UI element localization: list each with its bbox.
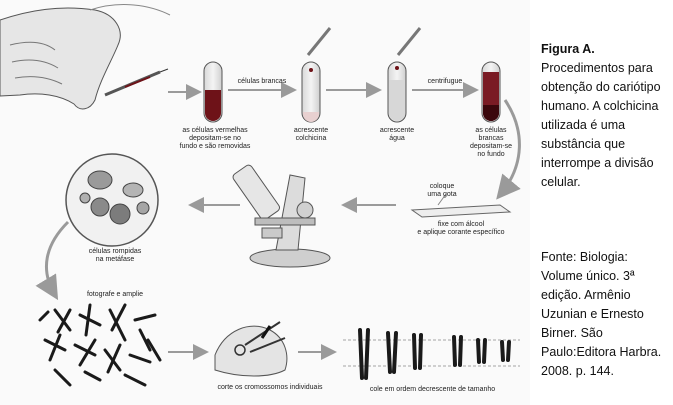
microscope-slide	[410, 193, 512, 218]
caption-body: Procedimentos para obtenção do cariótipo…	[541, 61, 661, 189]
blood-tube-centrifuged	[481, 61, 501, 123]
procedure-illustration	[0, 4, 521, 387]
label-arrange-by-size: cole em ordem decrescente de tamanho	[369, 386, 496, 393]
label-red-cells-removed: as células vermelhas depositam-se no fun…	[179, 127, 251, 150]
label-add-colchicine: acrescente colchicina	[293, 127, 329, 142]
chromosome-spread	[38, 303, 162, 387]
karyotype-procedure-figure: células brancas centrifugue as células v…	[0, 4, 521, 393]
label-white-cells-bottom: as células brancas depositam-se no fundo	[469, 127, 513, 158]
label-cut-chromosomes: corte os cromossomos individuais	[217, 384, 323, 391]
tube-water	[387, 27, 422, 123]
arrow	[35, 220, 70, 301]
caption-title: Figura A.	[541, 42, 595, 56]
figure-caption: Figura A. Procedimentos para obtenção do…	[541, 40, 673, 192]
tube-colchicine	[301, 27, 332, 123]
arrow	[496, 99, 521, 200]
scissors-hands-icon	[214, 321, 288, 377]
label-add-drop: coloque uma gota	[427, 183, 457, 198]
label-white-cells: células brancas	[237, 78, 287, 85]
label-metaphase: células rompidas na metáfase	[88, 248, 142, 263]
microscope-icon	[232, 164, 331, 268]
label-add-water: acrescente água	[379, 127, 415, 142]
karyotype-arranged-chromosomes	[343, 328, 520, 380]
blood-tube-1	[203, 61, 223, 123]
label-photograph: fotografe e amplie	[86, 291, 144, 298]
label-fix-stain: fixe com álcool e aplique corante especí…	[417, 221, 505, 236]
label-centrifuge: centrifugue	[427, 78, 463, 85]
hand-syringe-icon	[0, 4, 171, 110]
figure-source: Fonte: Biologia: Volume único. 3ª edição…	[541, 250, 662, 378]
metaphase-cells-view	[65, 153, 159, 247]
